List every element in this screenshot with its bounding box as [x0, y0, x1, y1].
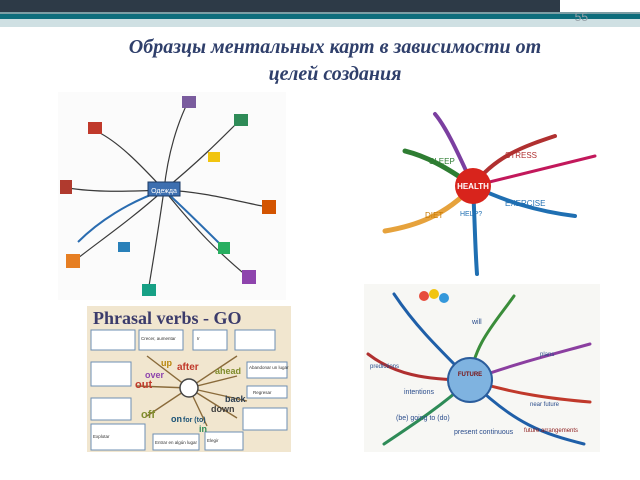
phrasal-note-box — [246, 385, 288, 399]
slide-title-line1: Образцы ментальных карт в зависимости от — [128, 36, 542, 58]
phrasal-note-box — [90, 397, 132, 421]
particle-label: over — [145, 370, 165, 380]
phrasal-note-box — [192, 329, 228, 351]
phrasal-note-box — [242, 407, 288, 431]
particle-label: after — [177, 362, 199, 373]
clothing-item-icon — [234, 114, 248, 126]
balloon-icon — [429, 289, 439, 299]
balloon-icon — [439, 293, 449, 303]
phrasal-note-text: Regresar — [253, 390, 272, 395]
future-mind-map: FUTURE will intentions (be) going to (do… — [364, 284, 600, 452]
clothing-item-icon — [60, 180, 72, 194]
clothes-center-label: Одежда — [151, 188, 177, 195]
future-branch-label: will — [471, 319, 482, 326]
phrasal-verbs-map: Phrasal verbs - GO up after ahead out ba… — [87, 306, 291, 452]
particle-label: off — [141, 409, 155, 421]
phrasal-note-text: Entrar en algún lugar — [155, 440, 198, 445]
slide-title-line2: целей создания — [268, 63, 402, 85]
phrasal-note-text: Elegir — [207, 438, 219, 443]
phrasal-note-box — [90, 423, 146, 451]
phrasal-note-text: Abandonar un lugar — [249, 365, 289, 370]
clothing-item-icon — [66, 254, 80, 268]
future-center-label: FUTURE — [458, 372, 482, 378]
slide-number: 55 — [574, 10, 588, 24]
phrasal-note-text: Ir — [197, 336, 200, 341]
phrasal-note-box — [152, 433, 200, 451]
particle-label: for (to) — [183, 417, 206, 424]
phrasal-note-box — [90, 329, 136, 351]
particle-label: up — [161, 358, 172, 368]
balloon-icon — [419, 291, 429, 301]
health-mind-map: HEALTH SLEEP DIET HELP? EXERCISE STRESS — [345, 106, 607, 280]
particle-label: back — [225, 394, 247, 404]
future-map-graphic: FUTURE will intentions (be) going to (do… — [366, 289, 592, 446]
future-branch-label: near future — [530, 402, 560, 408]
clothing-item-icon — [242, 270, 256, 284]
phrasal-note-box — [246, 361, 288, 379]
phrasal-note-box — [204, 431, 244, 451]
future-branch-label: present continuous — [454, 429, 514, 436]
clothing-item-icon — [118, 242, 130, 252]
future-branch-label: future arrangements — [524, 428, 578, 434]
health-branch-label: DIET — [425, 211, 443, 220]
header-light-bar — [0, 19, 640, 27]
particle-label: ahead — [215, 366, 241, 376]
particle-label: on — [171, 414, 182, 424]
particle-label: out — [135, 379, 152, 391]
clothes-map-graphic: Одежда — [60, 96, 276, 296]
future-branch-label: predictions — [370, 364, 399, 370]
particle-label: down — [211, 404, 235, 414]
health-branch-label: EXERCISE — [505, 199, 545, 208]
health-map-graphic: HEALTH SLEEP DIET HELP? EXERCISE STRESS — [382, 112, 597, 276]
future-branch-label: intentions — [404, 389, 434, 396]
header-dark-bar — [0, 0, 560, 12]
particle-label: in — [199, 424, 207, 434]
phrasal-note-box — [138, 329, 184, 351]
phrasal-title: Phrasal verbs - GO — [93, 308, 242, 328]
future-branch-label: plans — [540, 352, 554, 358]
phrasal-note-box — [90, 361, 132, 387]
clothing-item-icon — [262, 200, 276, 214]
phrasal-note-text: Crecer, aumentar — [141, 336, 176, 341]
health-branch-label: HELP? — [460, 211, 482, 218]
phrasal-note-text: Explotar — [93, 434, 110, 439]
health-center-label: HEALTH — [457, 182, 489, 191]
slide-title: Образцы ментальных карт в зависимости от… — [70, 34, 600, 88]
future-branch-label: (be) going to (do) — [396, 415, 450, 422]
clothing-item-icon — [218, 242, 230, 254]
clothing-item-icon — [142, 284, 156, 296]
clothes-mind-map: Одежда — [58, 92, 286, 300]
header-accent-bar — [0, 14, 640, 19]
phrasal-map-graphic: up after ahead out back over off down on… — [90, 329, 289, 451]
health-branch-label: SLEEP — [429, 157, 455, 166]
health-branch-label: STRESS — [505, 151, 537, 160]
phrasal-note-box — [234, 329, 276, 351]
clothing-item-icon — [88, 122, 102, 134]
clothing-item-icon — [208, 152, 220, 162]
clothing-item-icon — [182, 96, 196, 108]
